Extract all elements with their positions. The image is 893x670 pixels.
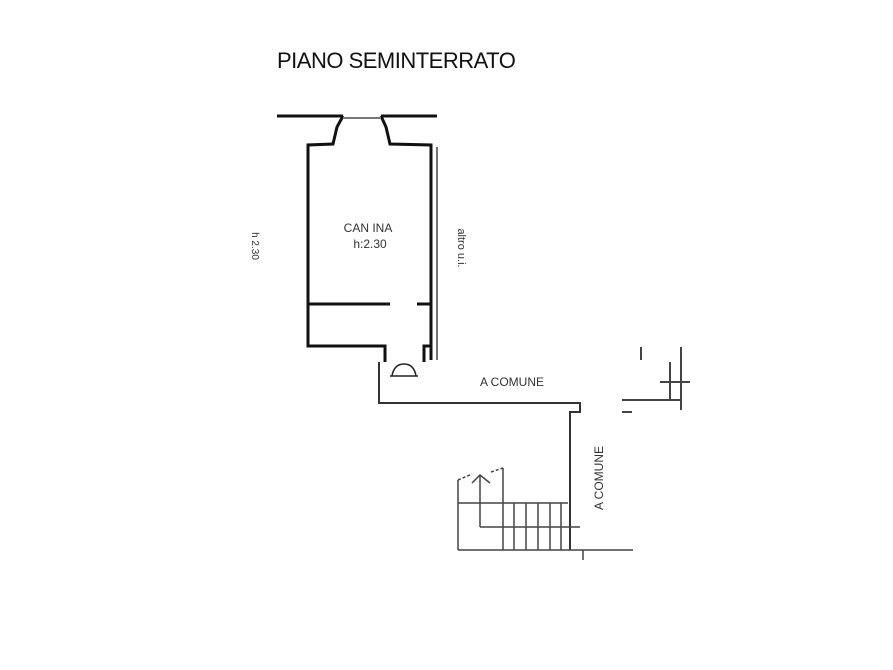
corridor-label-horizontal: A COMUNE	[480, 375, 544, 389]
common-corridor	[378, 362, 581, 550]
exterior-wall-top	[277, 114, 437, 360]
room-label-cantina: CAN INA	[344, 221, 393, 235]
plan-title: PIANO SEMINTERRATO	[277, 48, 516, 73]
room-height-label: h:2.30	[353, 237, 387, 251]
right-vertical-label: altro u.i.	[455, 228, 467, 267]
door-icon	[390, 363, 418, 377]
cantina-walls	[306, 300, 433, 362]
adjacent-structure	[622, 347, 690, 413]
left-vertical-label: h 2.30	[249, 232, 260, 260]
staircase	[457, 467, 633, 560]
corridor-label-vertical: A COMUNE	[592, 446, 606, 510]
